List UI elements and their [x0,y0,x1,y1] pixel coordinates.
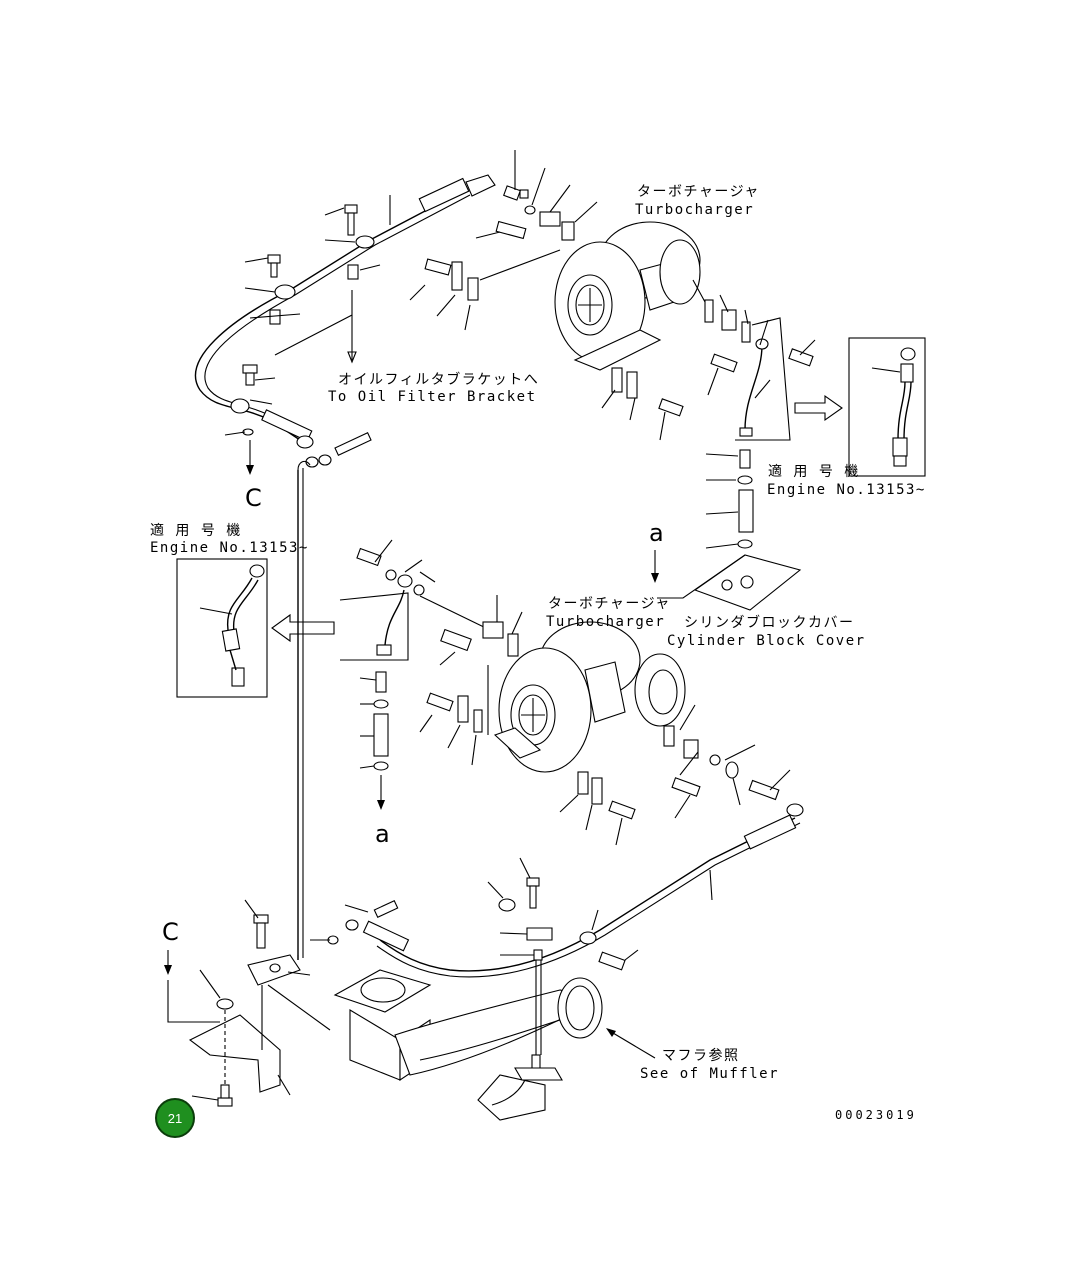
cylinder-cover-group [651,449,802,611]
applicable-left-jp: 適 用 号 機 [150,522,242,539]
cyl-cover-label-en: Cylinder Block Cover [667,633,866,649]
bolt-top-1 [347,212,355,236]
arrow-right-icon [794,394,843,422]
turbo-mid-label-jp: ターボチャージャ [548,596,671,612]
turbocharger-top [409,150,843,441]
muffler-label-en: See of Muffler [640,1066,779,1082]
ref-a-right: a [649,519,664,547]
muffler-label-jp: マフラ参照 [662,1047,740,1064]
drawing-code: 00023019 [835,1108,917,1122]
spacer-top [347,264,359,280]
mounting-bracket [188,1014,281,1093]
applicable-right-jp: 適 用 号 機 [768,463,860,480]
ref-c-bottom: C [162,918,179,946]
elbow-outlet [557,977,603,1039]
ref-c-top: C [245,484,262,512]
oil-filter-label-en: To Oil Filter Bracket [328,389,537,405]
cyl-cover-label-jp: シリンダブロックカバー [684,614,855,631]
detail-box-right [848,337,926,477]
ref-a-left: a [375,820,390,848]
page-badge: 21 [155,1098,195,1138]
turbo-flange-top [573,329,662,371]
top-oil-pipe-group [194,174,496,475]
bolt-bottom [256,922,266,949]
hose-fitting [418,177,470,213]
detail-box-left [176,558,335,698]
applicable-right-en: Engine No.13153~ [767,482,926,498]
exhaust-elbow [333,960,656,1121]
turbocharger-middle [339,539,791,846]
oil-filter-label-jp: オイルフィルタブラケットへ [338,371,539,388]
flange-plate [333,969,432,1013]
detail-frame-right [848,337,926,477]
turbo-top-label-jp: ターボチャージャ [637,184,760,200]
turbo-top-label-en: Turbocharger [635,202,754,218]
spacer-left [373,713,389,757]
turbo-mid-label-en: Turbocharger [546,614,665,630]
bracket-block-top [539,211,561,227]
bolt-top-2 [270,262,278,278]
detail-frame-left [176,558,268,698]
applicable-left-en: Engine No.13153~ [150,540,309,556]
bottom-bracket-group [164,899,331,1107]
page-badge-number: 21 [168,1111,182,1126]
bottom-oil-pipe [310,803,804,978]
bracket-block-middle [482,621,504,639]
long-oil-pipe [297,460,311,960]
spacer-right [738,489,754,533]
bolt-top-3 [245,372,255,386]
